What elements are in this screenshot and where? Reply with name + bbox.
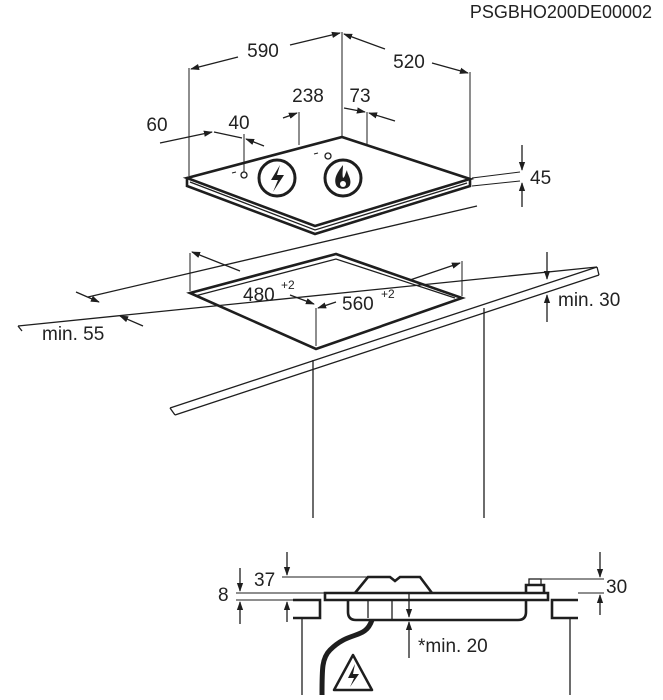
dimension-73: 73 [349,86,370,107]
document-code: PSGBHO200DE00002 [470,2,652,22]
worktop-section-left [293,598,322,620]
dim-line-560 [317,301,337,309]
worktop-cutout-view: 480 +2 560 +2 min. 55 min. 30 [17,205,620,518]
dim-line-min-55 [119,315,144,327]
knob-tick [313,152,319,155]
knob-marker-right [324,152,332,160]
cutout-outer [186,252,466,351]
knob-cap [528,578,542,586]
electric-ignition-icon [257,158,297,198]
dim-line-590 [190,56,239,71]
min-clearance-below: *min. 20 [418,636,488,657]
dim-line-73 [343,107,366,114]
dim-line-40 [213,131,243,139]
worktop-rear-line [87,205,478,298]
hob-side-edge [185,178,472,236]
burner-section [353,575,434,594]
dimension-width-590: 590 [247,41,279,62]
high-voltage-warning-icon [332,653,374,692]
worktop-front-top-edge [17,266,598,327]
cutout-width-560: 560 [342,294,374,315]
dim-line-73 [368,112,396,122]
dim-line-560 [409,262,461,281]
knob-marker-left [240,171,248,179]
dim-line-480 [191,251,241,272]
hob-3d-view: 590 520 238 73 60 40 45 [146,31,551,236]
worktop-corner [169,407,176,416]
knob-tick [231,171,237,174]
dimension-238: 238 [292,86,324,107]
hob-bottom-edge [189,181,468,231]
min-front-distance: min. 55 [42,324,104,345]
cutout-depth-tolerance: +2 [281,278,295,292]
hob-plate-section [323,591,550,602]
cutout-depth-480: 480 [243,285,275,306]
dimension-37: 37 [254,570,275,591]
dimension-depth-520: 520 [393,52,425,73]
worktop-corner [17,325,23,332]
dimension-30: 30 [606,577,627,598]
dimension-40: 40 [228,113,249,134]
worktop-section-right [550,598,578,620]
worktop-right-edge-lower [174,274,600,416]
worktop-corner [596,266,600,276]
dim-line-238 [282,112,298,119]
dim-line-min-55 [75,291,100,303]
cutout-inner-edge [194,258,456,299]
hob-body-section [346,600,528,622]
dim-line-520 [343,33,386,50]
dim-line-480 [289,294,315,305]
gas-pipe [319,619,375,696]
dim-line-590 [289,31,341,46]
dim-line-60 [159,130,213,144]
dim-line-520 [431,62,469,74]
worktop-right-edge [169,266,598,409]
flame-icon [323,158,363,198]
cutout-width-tolerance: +2 [381,287,395,301]
min-wall-distance: min. 30 [558,290,620,311]
dimension-60: 60 [146,115,167,136]
dimension-45: 45 [530,168,551,189]
ext-line [471,171,521,179]
dimension-8: 8 [218,585,229,606]
ext-line [471,180,521,187]
hob-top-surface [182,135,475,228]
dim-line-40 [245,138,265,147]
section-view: 8 37 30 *min. 20 [218,552,627,696]
